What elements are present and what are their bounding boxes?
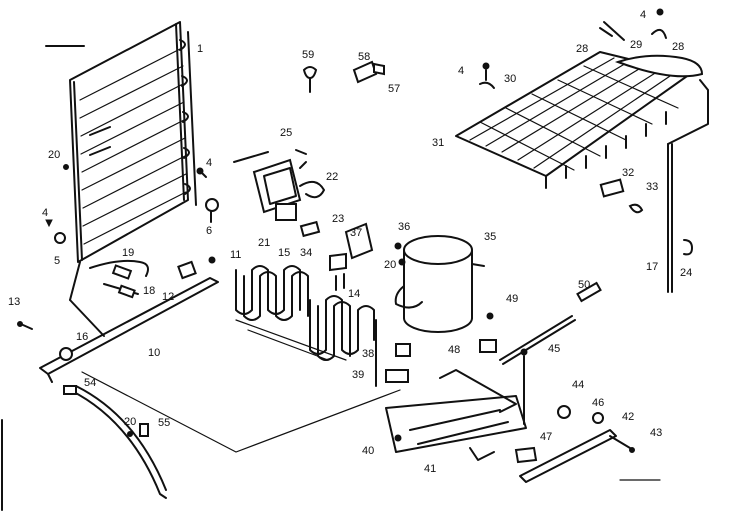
compressor: [394, 235, 485, 333]
part-label-16: 16: [76, 331, 88, 343]
evaporator: [455, 51, 709, 225]
grille-fasteners: [45, 164, 220, 244]
part-label-36: 36: [398, 221, 410, 233]
part-label-18: 18: [143, 285, 155, 297]
part-label-42: 42: [622, 411, 634, 423]
part-label-21: 21: [258, 237, 270, 249]
part-label-49: 49: [506, 293, 518, 305]
part-label-45: 45: [548, 343, 560, 355]
part-label-12: 12: [162, 291, 174, 303]
relay-box: [233, 149, 307, 214]
part-label-47: 47: [540, 431, 552, 443]
part-label-46: 46: [592, 397, 604, 409]
part-label-20-bottom: 20: [124, 416, 136, 428]
drain-pan-assembly: [514, 405, 661, 483]
capacitor-clip: [299, 180, 325, 199]
part-label-50: 50: [578, 279, 590, 291]
part-label-5: 5: [54, 255, 60, 267]
part-label-41: 41: [424, 463, 436, 475]
part-label-43: 43: [650, 427, 662, 439]
part-label-55: 55: [158, 417, 170, 429]
part-label-40: 40: [362, 445, 374, 457]
part-label-59: 59: [302, 49, 314, 61]
compressor-grommets: [375, 242, 411, 387]
part-label-35: 35: [484, 231, 496, 243]
part-label-22: 22: [326, 171, 338, 183]
part-label-57: 57: [388, 83, 400, 95]
part-label-30: 30: [504, 73, 516, 85]
part-label-44: 44: [572, 379, 584, 391]
part-label-4-left: 4: [42, 207, 48, 219]
evaporator-fittings: [479, 8, 667, 89]
base-frame: [385, 369, 527, 461]
thermostat-assembly: [599, 178, 644, 214]
part-label-25: 25: [280, 127, 292, 139]
part-label-4-grille: 4: [206, 157, 212, 169]
suction-tube: [667, 221, 693, 293]
part-label-28-right: 28: [672, 41, 684, 53]
part-label-10: 10: [148, 347, 160, 359]
part-label-11: 11: [230, 249, 241, 261]
top-small-parts: [302, 60, 385, 93]
part-label-19: 19: [122, 247, 134, 259]
part-labels: 1 4 4 4 4 5 6 10 11 12 13 14 15 16 17 18…: [8, 9, 692, 475]
part-label-32: 32: [622, 167, 634, 179]
leader-line: [81, 371, 401, 453]
overload-protector: [275, 203, 321, 238]
part-label-24: 24: [680, 267, 692, 279]
drain-tube-assembly: [479, 281, 602, 425]
part-label-13: 13: [8, 296, 20, 308]
part-label-4-evap: 4: [458, 65, 464, 77]
part-label-37: 37: [350, 227, 362, 239]
part-label-23: 23: [332, 213, 344, 225]
part-label-39: 39: [352, 369, 364, 381]
part-label-20-left: 20: [48, 149, 60, 161]
part-label-15: 15: [278, 247, 290, 259]
part-label-28-left: 28: [576, 43, 588, 55]
compressor-brackets: [329, 222, 374, 291]
part-label-33: 33: [646, 181, 658, 193]
part-label-54: 54: [84, 377, 96, 389]
part-label-31: 31: [432, 137, 444, 149]
lower-coils: [235, 265, 375, 361]
part-label-38: 38: [362, 348, 374, 360]
part-label-20-compressor: 20: [384, 259, 396, 271]
part-label-17: 17: [646, 261, 658, 273]
base-rail: [17, 256, 219, 383]
part-label-58: 58: [358, 51, 370, 63]
part-label-29: 29: [630, 39, 642, 51]
tubing-assembly: [89, 259, 149, 299]
part-label-34: 34: [300, 247, 312, 259]
part-label-1: 1: [197, 43, 203, 55]
condenser-grille: [45, 21, 197, 337]
part-label-6: 6: [206, 225, 212, 237]
drain-wire: [63, 385, 167, 499]
part-label-4-top: 4: [640, 9, 646, 21]
part-label-48: 48: [448, 344, 460, 356]
part-label-14: 14: [348, 288, 360, 300]
